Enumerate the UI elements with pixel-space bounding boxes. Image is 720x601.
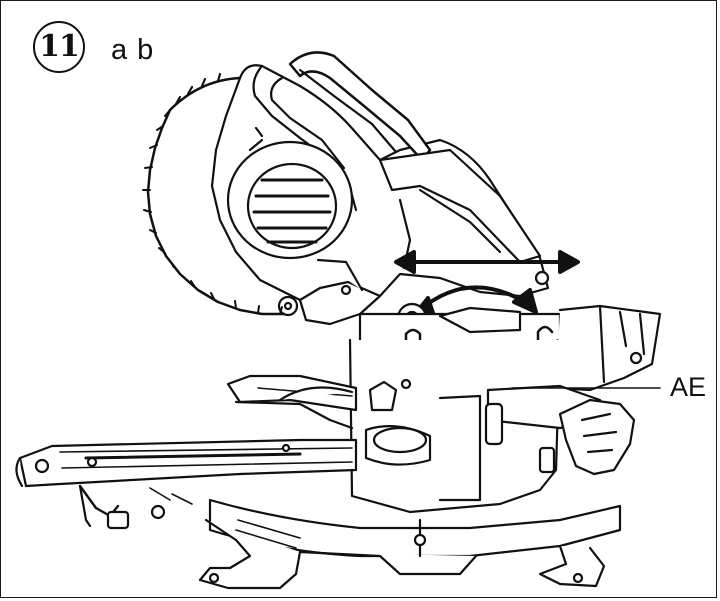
step-number-badge: 11	[33, 21, 85, 73]
saw-head	[210, 51, 550, 326]
saw-body	[348, 304, 662, 514]
callout-label-ae: AE	[670, 372, 707, 402]
step-number: 11	[39, 29, 80, 64]
slide-arrow	[394, 250, 580, 274]
left-extension	[15, 374, 358, 530]
saw-blade	[142, 72, 299, 317]
base	[198, 498, 622, 590]
sub-labels: a b	[111, 34, 155, 66]
